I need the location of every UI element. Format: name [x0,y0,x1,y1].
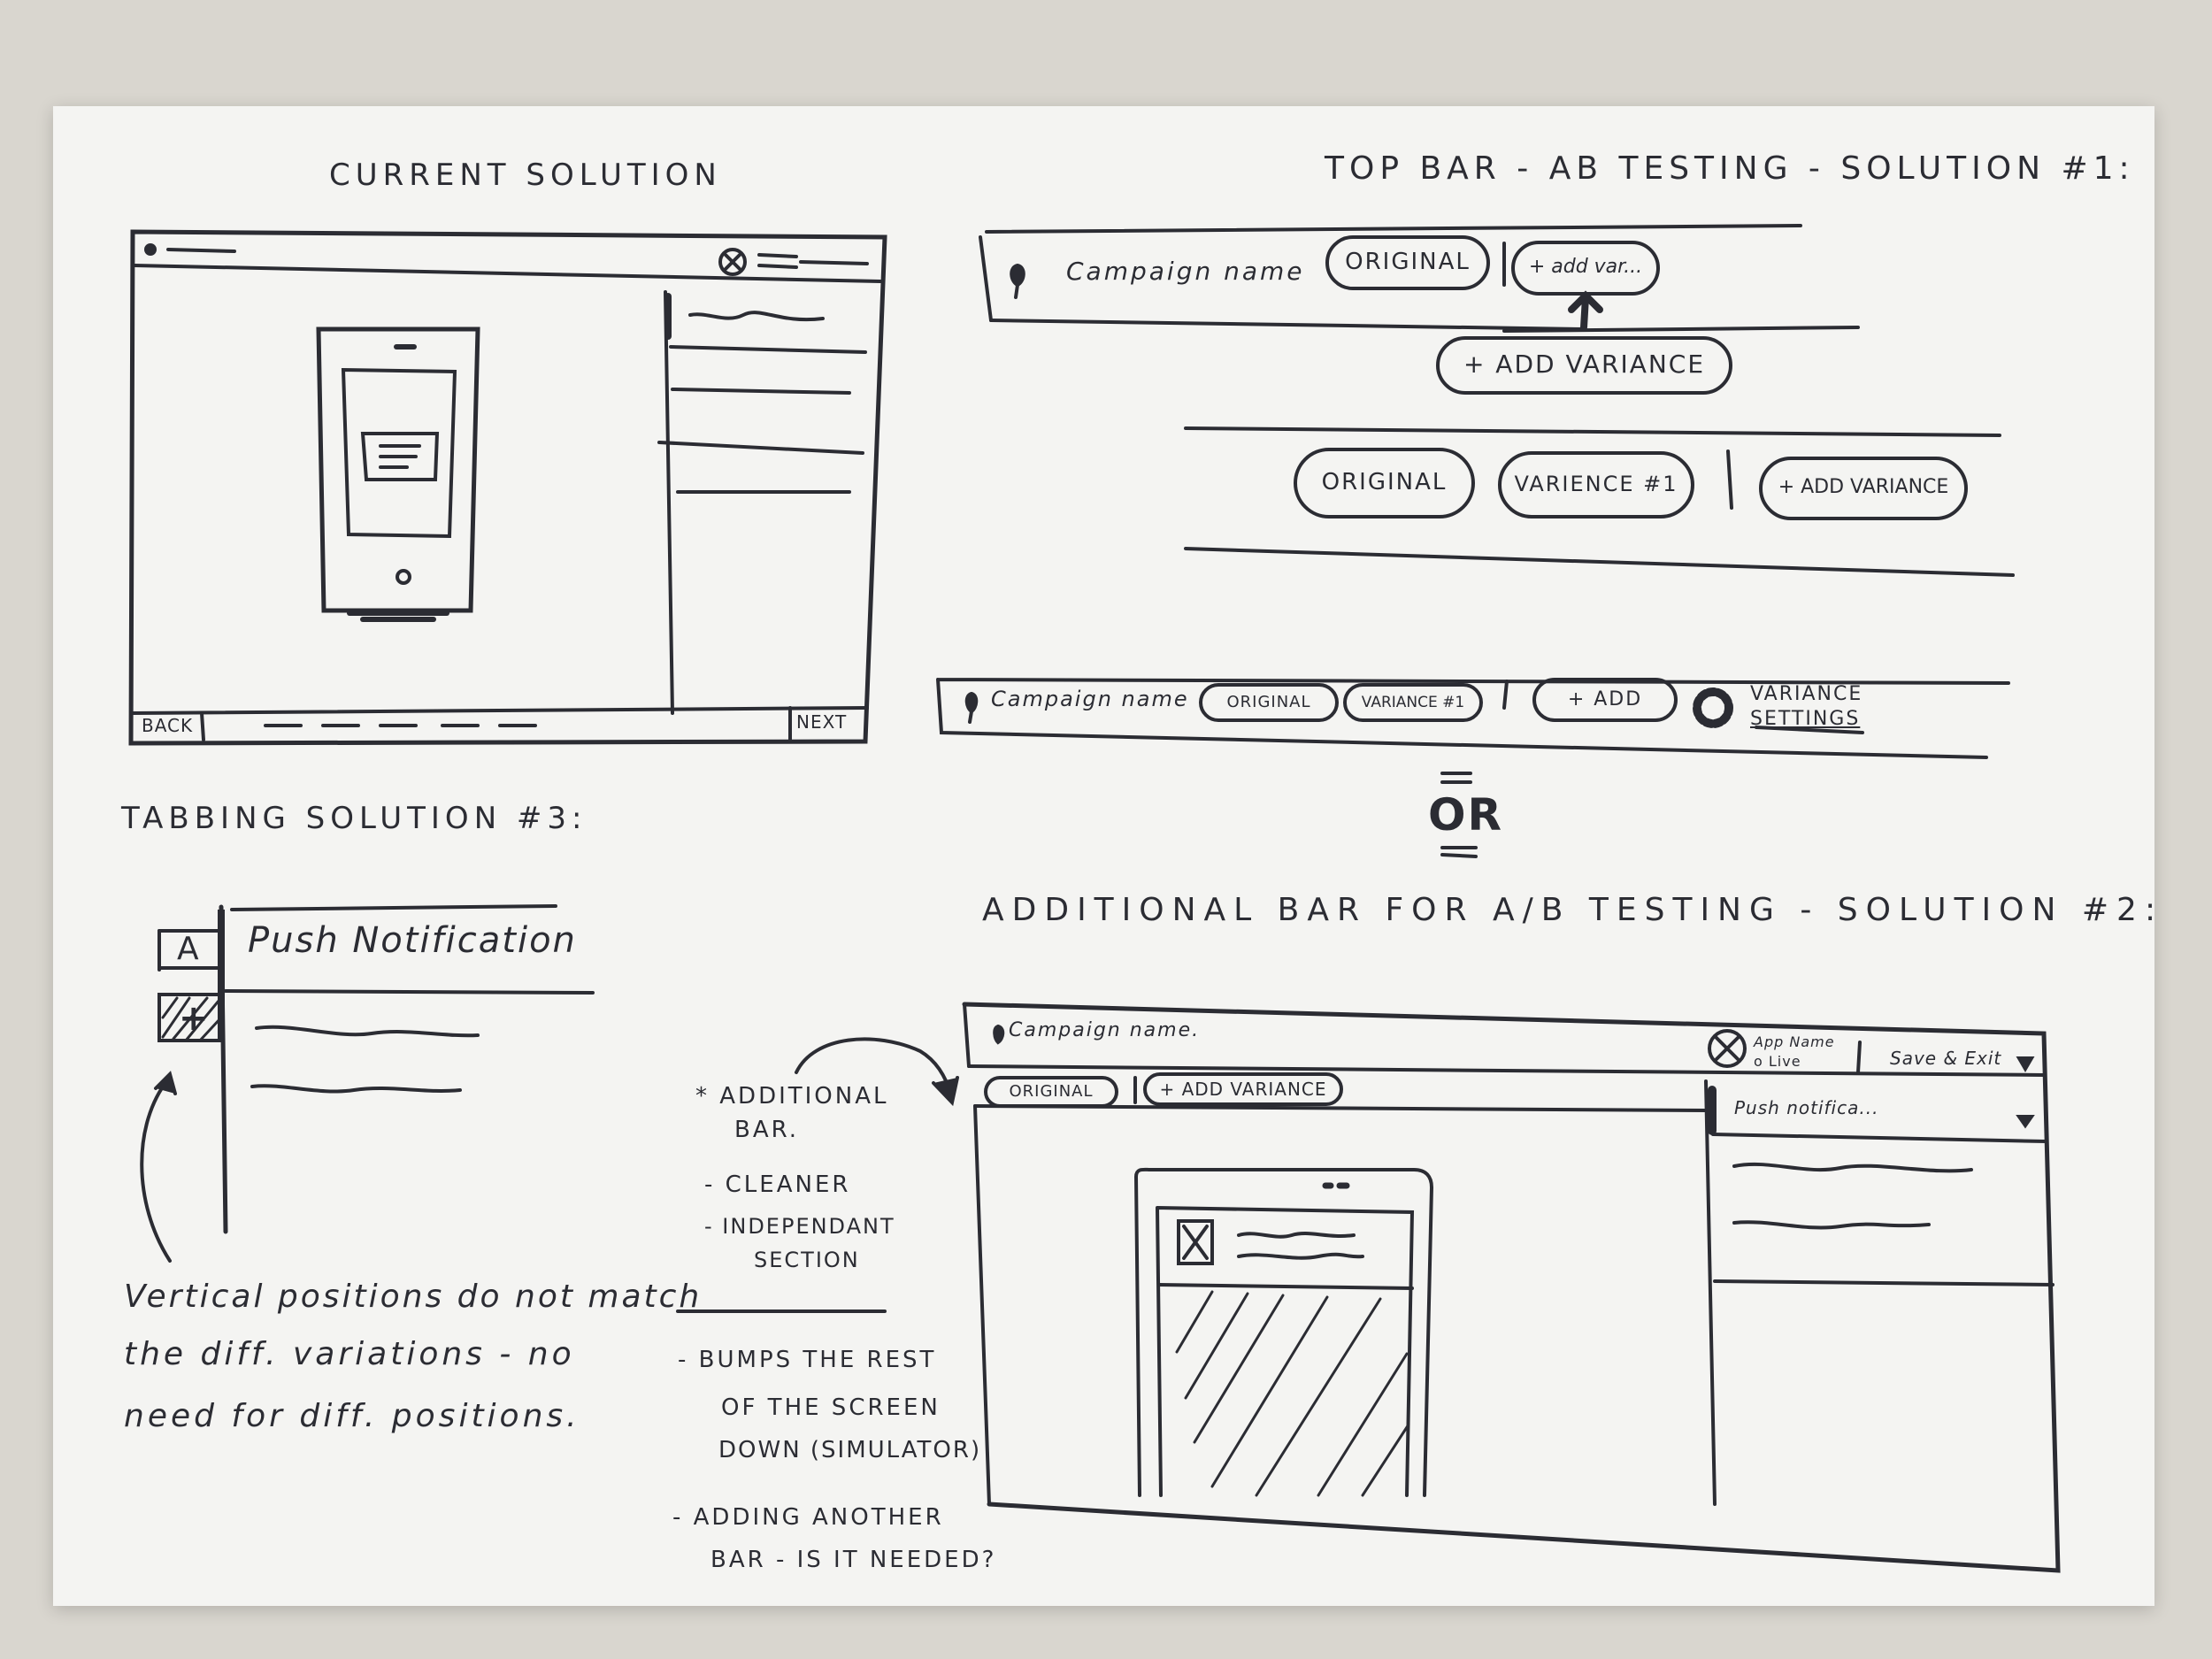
note-bumps-1: - BUMPS THE REST [678,1347,937,1373]
campaign-name-label: Campaign name [991,687,1189,711]
original-tab[interactable]: ORIGINAL [1199,683,1339,722]
current-solution-wireframe [128,229,887,746]
note-cleaner: - CLEANER [704,1171,851,1198]
or-label: OR [1428,789,1504,841]
next-button[interactable]: NEXT [796,711,848,733]
add-button[interactable]: + ADD [1532,678,1678,722]
add-variance-button[interactable]: + ADD VARIANCE [1143,1072,1343,1106]
note-independent-2: SECTION [754,1248,860,1272]
back-button[interactable]: BACK [142,715,194,736]
note-adding-1: - ADDING ANOTHER [672,1504,944,1531]
gear-icon[interactable] [1697,692,1729,724]
variance1-tab[interactable]: VARIANCE #1 [1343,683,1483,722]
settings-icon-label-1[interactable]: VARIANCE [1750,683,1863,705]
note-bumps-2: OF THE SCREEN [721,1394,941,1421]
note-additional-bar: * ADDITIONAL [695,1083,889,1110]
solution1-title: TOP BAR - AB TESTING - SOLUTION #1: [1325,150,2135,187]
save-exit-button[interactable]: Save & Exit [1890,1048,2002,1069]
current-solution-title: CURRENT SOLUTION [329,157,722,193]
sketch-paper [53,106,2154,1606]
note-additional-bar-2: BAR. [734,1117,800,1143]
add-variance-callout[interactable]: + ADD VARIANCE [1436,336,1732,395]
note-bumps-3: DOWN (SIMULATOR) [718,1437,982,1463]
original-tab[interactable]: ORIGINAL [1294,448,1475,518]
solution2-title: ADDITIONAL BAR FOR A/B TESTING - SOLUTIO… [982,892,2164,928]
add-variance-button[interactable]: + ADD VARIANCE [1759,457,1968,520]
tab-add[interactable]: + [179,998,209,1039]
settings-icon-label-2[interactable]: SETTINGS [1750,708,1861,730]
add-variance-small-button[interactable]: + add var... [1511,241,1660,296]
solution1-wireframe [936,224,2015,858]
note-adding-2: BAR - IS IT NEEDED? [710,1547,997,1573]
solution3-note-line2: the diff. variations - no [124,1336,575,1372]
original-tab[interactable]: ORIGINAL [1325,235,1490,290]
solution3-title: TABBING SOLUTION #3: [121,801,588,836]
push-notification-header: Push Notification [248,920,577,961]
solution3-note-line3: need for diff. positions. [124,1398,580,1434]
solution3-wireframe [140,904,595,1263]
note-independent-1: - INDEPENDANT [704,1214,895,1239]
campaign-name-label: Campaign name. [1009,1019,1201,1041]
solution3-note-line1: Vertical positions do not match [124,1279,703,1315]
solution2-wireframe [676,1002,2061,1573]
tab-a[interactable]: A [177,931,199,967]
original-tab[interactable]: ORIGINAL [984,1076,1118,1108]
push-notification-panel-header[interactable]: Push notifica... [1734,1097,1879,1118]
live-status: o Live [1754,1053,1801,1070]
campaign-name-label: Campaign name [1066,257,1305,286]
variance1-tab[interactable]: VARIENCE #1 [1498,451,1694,518]
app-name-label: App Name [1754,1033,1835,1050]
